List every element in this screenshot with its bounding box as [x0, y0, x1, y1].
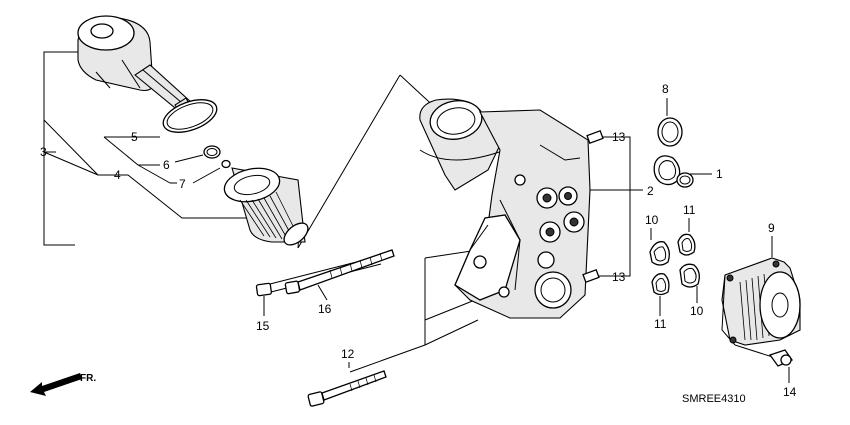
callout-13-upper: 13: [612, 130, 626, 144]
callout-3: 3: [40, 145, 47, 159]
callout-6: 6: [163, 158, 170, 172]
callout-10-lower: 10: [690, 304, 704, 318]
callout-7: 7: [179, 177, 186, 191]
gasket-10-upper: [649, 241, 670, 266]
callout-16: 16: [318, 302, 332, 316]
washer-7: [221, 159, 231, 169]
callout-9: 9: [768, 221, 775, 235]
front-arrow-icon: [30, 373, 82, 396]
callout-10-upper: 10: [645, 213, 659, 227]
diagram-code: SMREE4310: [682, 393, 746, 405]
callout-5: 5: [131, 130, 138, 144]
callout-14: 14: [783, 385, 797, 399]
oil-filter-element: [223, 167, 309, 246]
oil-filter-cap: [77, 15, 218, 133]
callout-4: 4: [114, 168, 121, 182]
leader-lines: [43, 51, 790, 383]
gasket-11-lower: [651, 273, 670, 296]
o-ring-6: [203, 145, 221, 159]
oil-filter-housing: [419, 98, 604, 319]
oil-cooler: [721, 257, 801, 367]
callout-15: 15: [256, 319, 270, 333]
callout-8: 8: [662, 82, 669, 96]
callout-12: 12: [341, 347, 355, 361]
callout-11-lower: 11: [654, 317, 667, 331]
front-direction-indicator: FR.: [30, 373, 96, 396]
callout-11-upper: 11: [683, 203, 696, 217]
callout-13-lower: 13: [612, 270, 626, 284]
gasket-1: [653, 155, 694, 188]
bolt-12: [307, 370, 387, 407]
callout-2: 2: [647, 184, 654, 198]
direction-label: FR.: [80, 373, 96, 384]
callout-1: 1: [716, 167, 723, 181]
bolt-16: [284, 249, 395, 295]
callouts: 3 4 5 6 7 8 1 2 13 13 10 11 11 10 9 14 1…: [40, 82, 797, 399]
